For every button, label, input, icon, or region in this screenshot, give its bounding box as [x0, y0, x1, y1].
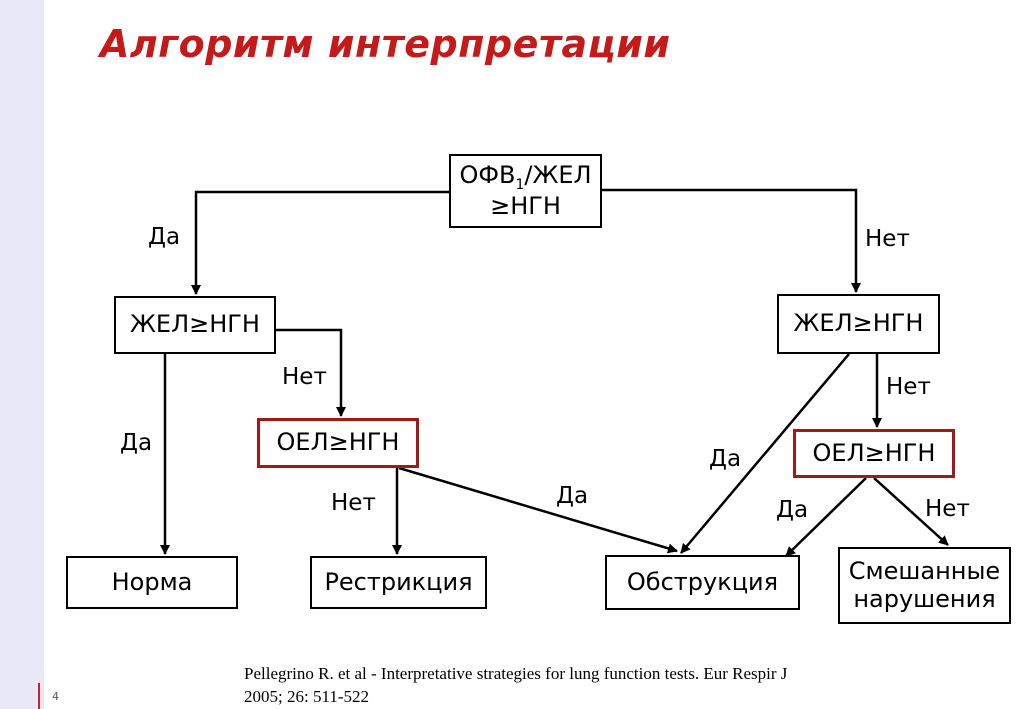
connector-root-yes — [191, 190, 449, 295]
root-line1-suffix: /ЖЕЛ — [524, 160, 592, 189]
connector-left-vc-no — [276, 328, 346, 417]
label-left-tlc-yes: Да — [556, 483, 589, 509]
connector-right-tlc-no — [873, 477, 949, 546]
obstruction-box: Обструкция — [605, 555, 800, 610]
connector-right-vc-yes — [680, 353, 850, 554]
label-right-vc-yes: Да — [709, 446, 742, 472]
root-line2: ≥НГН — [490, 191, 561, 220]
label-right-tlc-no: Нет — [925, 496, 970, 522]
connector-right-tlc-yes — [785, 477, 867, 557]
label-root-yes: Да — [148, 224, 181, 250]
root-line1-sub: 1 — [515, 176, 525, 193]
mixed-box: Смешанные нарушения — [838, 547, 1011, 624]
citation-line1: Pellegrino R. et al - Interpretative str… — [244, 664, 788, 683]
mixed-line1: Смешанные — [848, 556, 1001, 585]
left-vc-box: ЖЕЛ≥НГН — [114, 296, 276, 354]
label-root-no: Нет — [865, 226, 910, 252]
label-right-tlc-yes: Да — [776, 497, 809, 523]
side-tick — [38, 683, 40, 709]
slide-number: 4 — [52, 690, 59, 703]
right-tlc-box: ОЕЛ≥НГН — [793, 429, 955, 478]
root-line1-prefix: ОФВ — [459, 160, 516, 189]
side-strip — [0, 0, 44, 709]
root-decision-box: ОФВ1/ЖЕЛ ≥НГН — [449, 154, 602, 228]
label-right-vc-no: Нет — [886, 374, 931, 400]
connector-root-no — [602, 188, 861, 293]
connector-left-tlc-yes — [398, 466, 678, 554]
label-left-vc-yes: Да — [120, 430, 153, 456]
slide-title: Алгоритм интерпретации — [100, 22, 671, 66]
label-left-vc-no: Нет — [282, 364, 327, 390]
citation-line2: 2005; 26: 511-522 — [244, 687, 369, 706]
right-vc-box: ЖЕЛ≥НГН — [777, 294, 940, 354]
restriction-box: Рестрикция — [310, 556, 487, 609]
citation: Pellegrino R. et al - Interpretative str… — [244, 662, 944, 708]
normal-box: Норма — [66, 556, 238, 609]
left-tlc-box: ОЕЛ≥НГН — [257, 418, 419, 468]
mixed-line2: нарушения — [853, 584, 996, 613]
label-left-tlc-no: Нет — [331, 490, 376, 516]
